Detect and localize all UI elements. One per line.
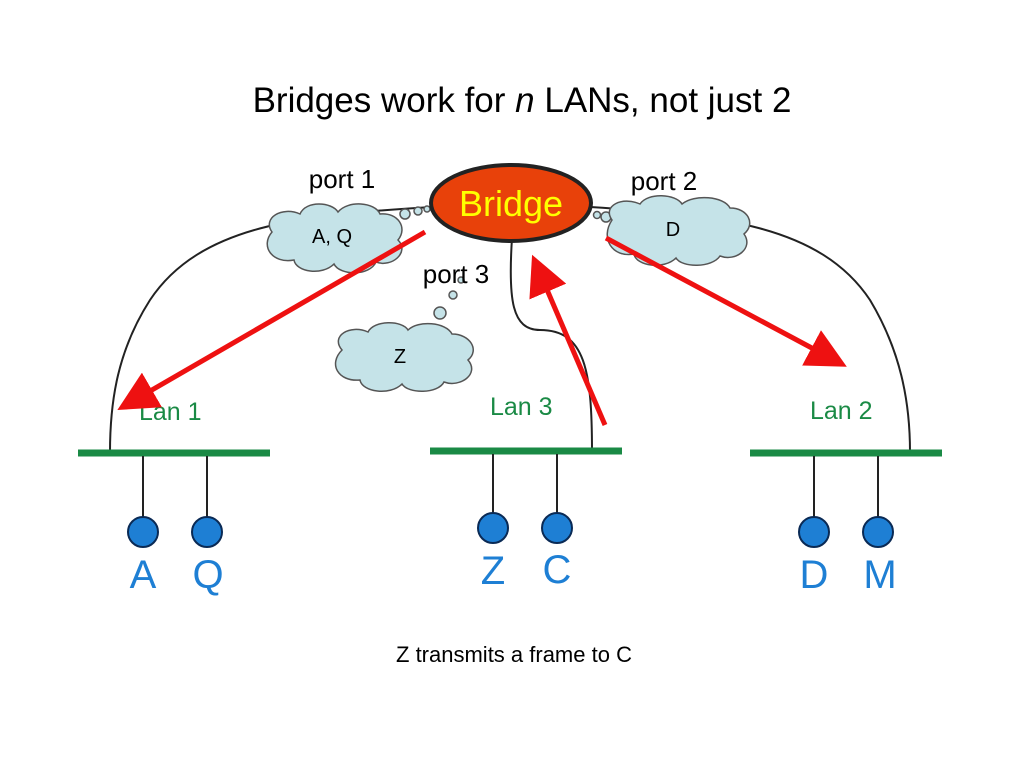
arrow-bridge-to-lan2 bbox=[604, 235, 847, 367]
cloud-port3-table: Z bbox=[334, 276, 474, 392]
port2-label: port 2 bbox=[631, 166, 698, 196]
cloud-port2-table: D bbox=[592, 195, 751, 266]
host-label-m: M bbox=[863, 553, 896, 597]
port2-table-entries: D bbox=[666, 219, 680, 241]
lan1-label: Lan 1 bbox=[139, 398, 202, 426]
lan2-label: Lan 2 bbox=[810, 397, 873, 425]
host-label-z: Z bbox=[481, 549, 505, 593]
title-prefix: Bridges work for bbox=[253, 81, 516, 120]
host-label-q: Q bbox=[192, 553, 223, 597]
title-suffix: LANs, not just 2 bbox=[535, 81, 792, 120]
caption: Z transmits a frame to C bbox=[396, 642, 632, 667]
port3-table-entries: Z bbox=[394, 346, 406, 368]
arrow-bridge-to-lan1 bbox=[117, 229, 427, 411]
port1-table-entries: A, Q bbox=[312, 226, 352, 248]
host-node-c bbox=[541, 512, 573, 544]
host-node-a bbox=[127, 516, 159, 548]
title-italic: n bbox=[515, 81, 534, 120]
host-node-d bbox=[798, 516, 830, 548]
port3-label: port 3 bbox=[423, 259, 490, 289]
host-node-m bbox=[862, 516, 894, 548]
host-node-q bbox=[191, 516, 223, 548]
bridge-node: Bridge bbox=[429, 163, 593, 243]
host-label-c: C bbox=[543, 548, 572, 592]
cloud-port1-table: A, Q bbox=[266, 203, 431, 274]
host-node-z bbox=[477, 512, 509, 544]
host-label-a: A bbox=[130, 553, 157, 597]
port1-label: port 1 bbox=[309, 164, 376, 194]
bridge-label: Bridge bbox=[459, 183, 563, 224]
arrow-lan3-to-bridge bbox=[529, 254, 608, 426]
page-title: Bridges work for n LANs, not just 2 bbox=[253, 81, 792, 120]
lan3-label: Lan 3 bbox=[490, 393, 553, 421]
host-label-d: D bbox=[800, 553, 829, 597]
